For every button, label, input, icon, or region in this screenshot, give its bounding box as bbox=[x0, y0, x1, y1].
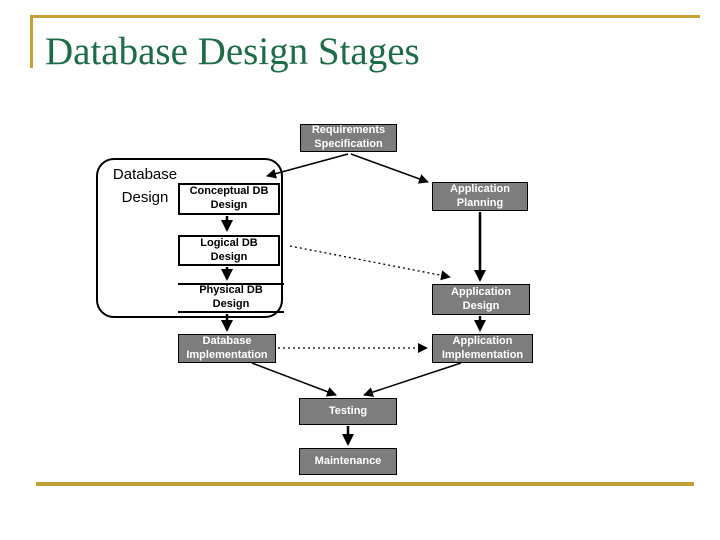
node-database-implementation: Database Implementation bbox=[178, 334, 276, 363]
top-accent-rule bbox=[30, 15, 700, 18]
node-conceptual-db-design: Conceptual DB Design bbox=[178, 183, 280, 215]
database-design-group-label: Database Design bbox=[112, 166, 178, 207]
node-application-design: Application Design bbox=[432, 284, 530, 315]
arrow-application-implementation-to-testing bbox=[363, 362, 462, 397]
left-accent-rule bbox=[30, 15, 33, 68]
arrow-requirements-to-application-planning bbox=[350, 153, 429, 184]
node-requirements-specification: Requirements Specification bbox=[300, 124, 397, 152]
node-logical-db-design: Logical DB Design bbox=[178, 235, 280, 266]
arrow-database-implementation-to-testing bbox=[251, 362, 337, 397]
node-application-implementation: Application Implementation bbox=[432, 334, 533, 363]
node-physical-db-design: Physical DB Design bbox=[178, 283, 284, 313]
node-application-planning: Application Planning bbox=[432, 182, 528, 211]
dotted-arrow-logical-to-application-design bbox=[289, 245, 451, 281]
page-title: Database Design Stages bbox=[45, 30, 420, 73]
node-maintenance: Maintenance bbox=[299, 448, 397, 475]
bottom-accent-rule bbox=[36, 482, 694, 486]
node-testing: Testing bbox=[299, 398, 397, 425]
